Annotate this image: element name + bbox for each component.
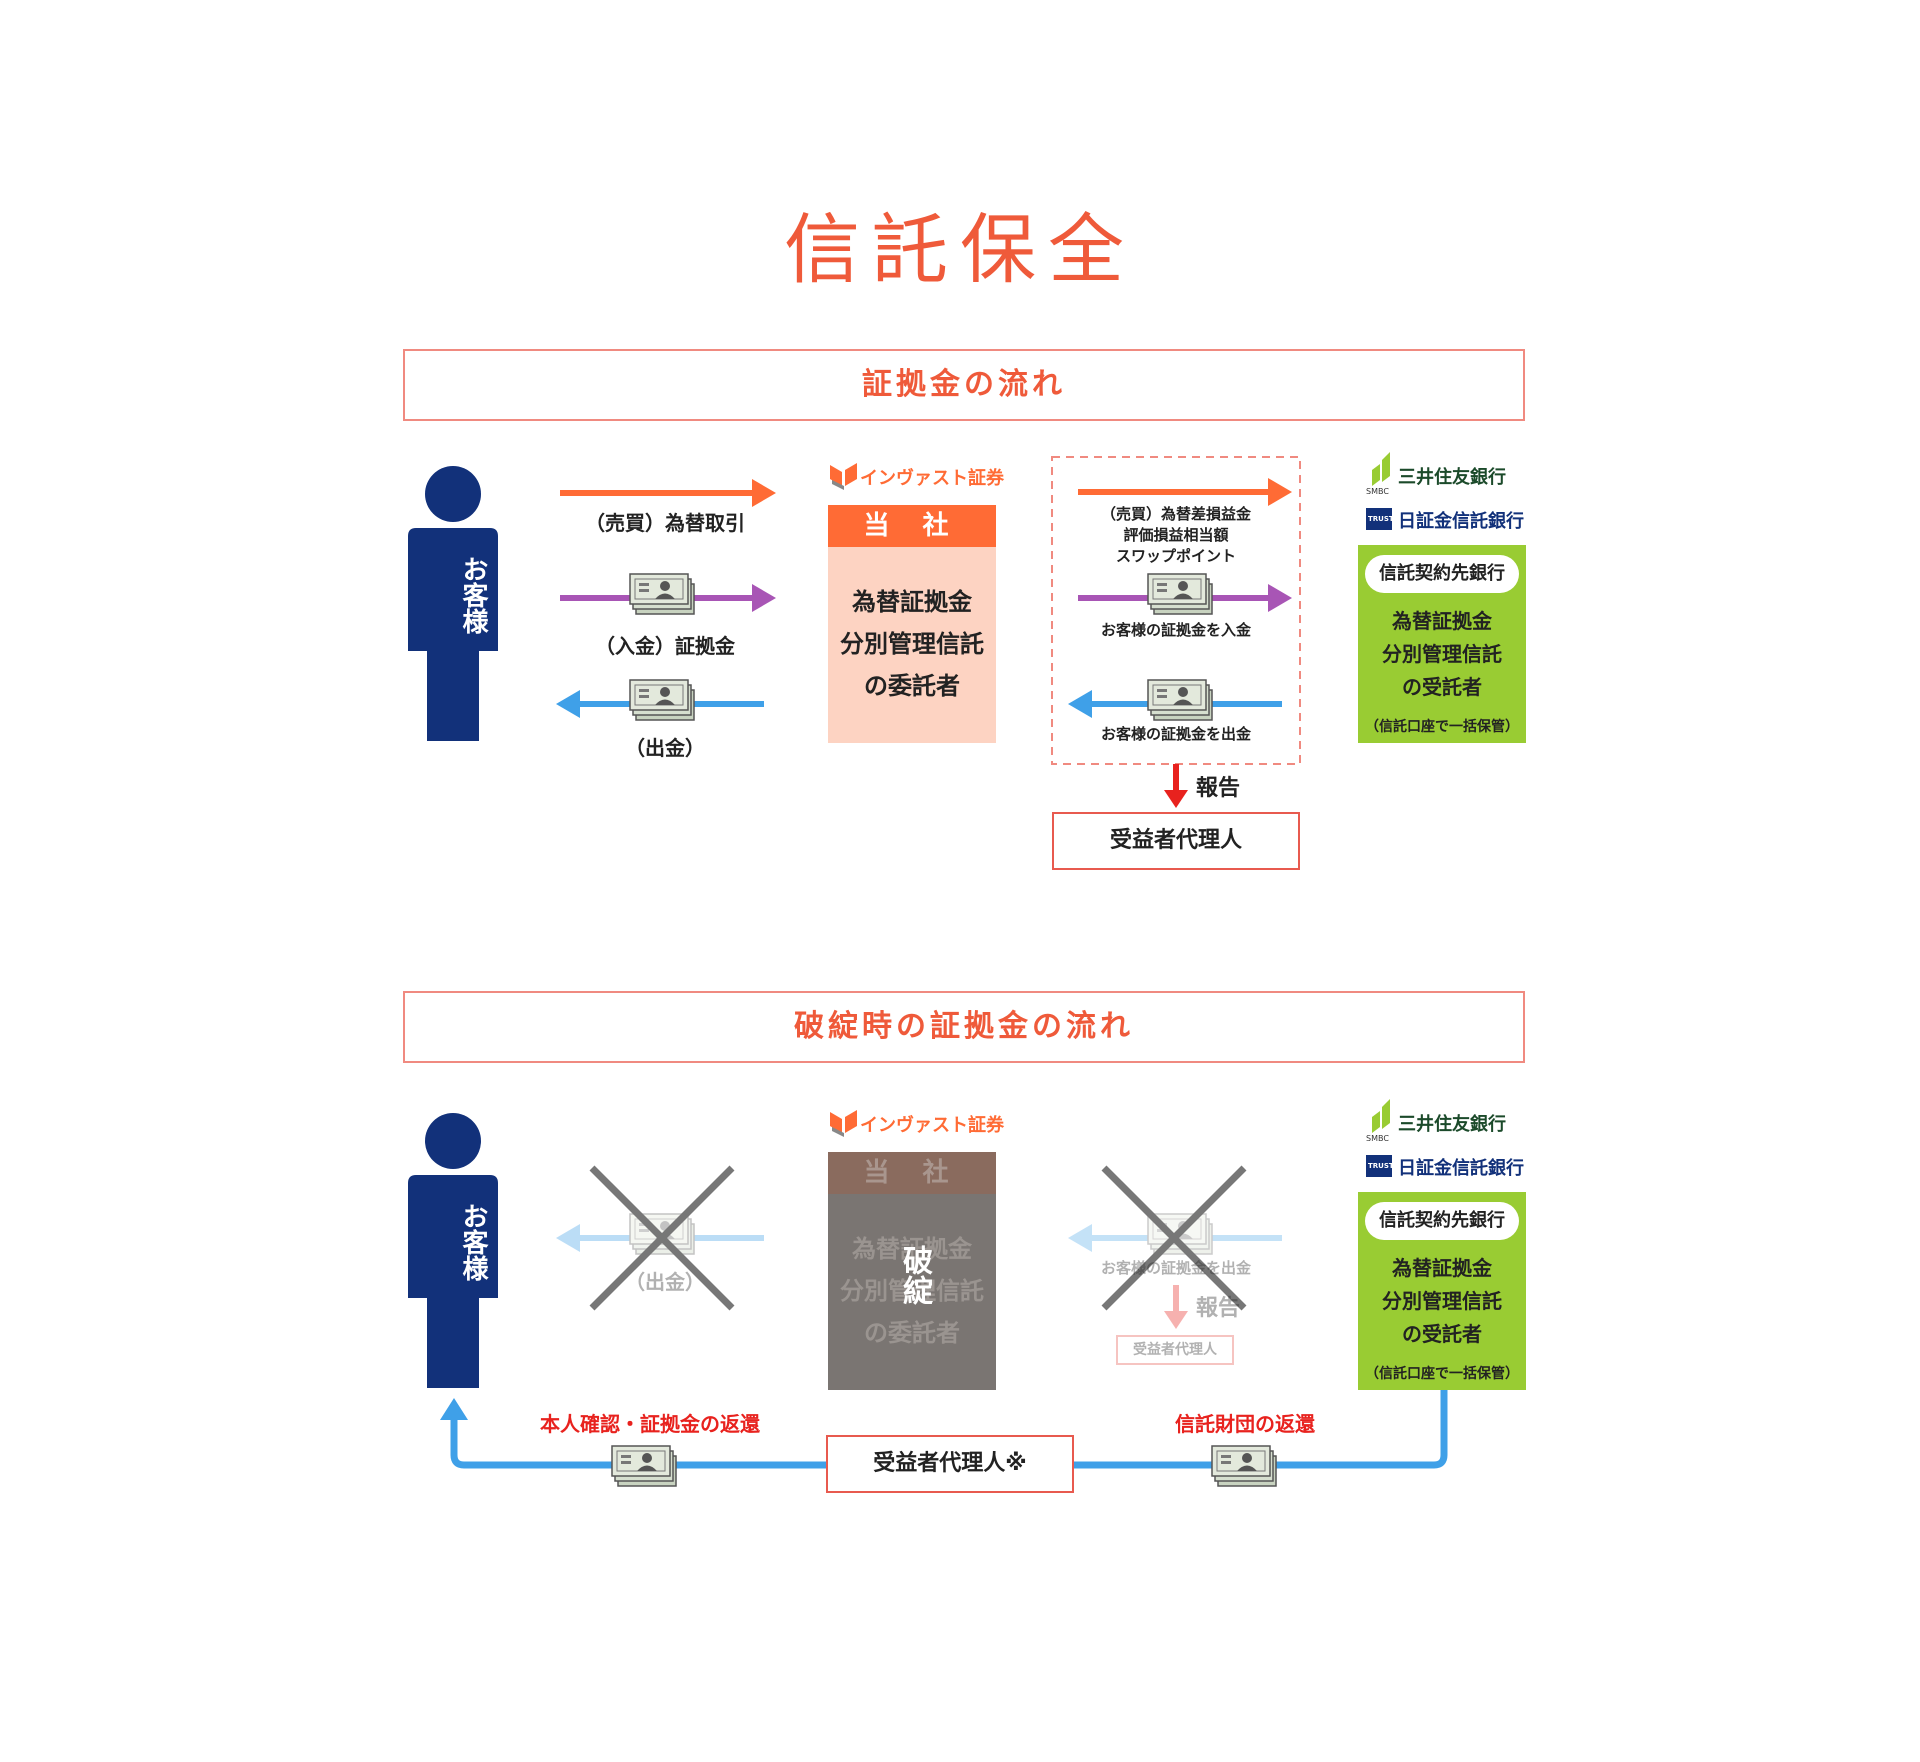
section-heading-flow: 証拠金の流れ — [403, 349, 1525, 421]
mid-trade-label: （売買）為替差損益金 評価損益相当額 スワップポイント — [1052, 504, 1300, 567]
smbc-logo-mark-1 — [1372, 452, 1390, 486]
report-label: 報告 — [1196, 776, 1241, 801]
trust-bank-box-2: 信託契約先銀行 為替証拠金 分別管理信託 の受託者 （信託口座で一括保管） — [1358, 1192, 1526, 1390]
bank-body-line: 分別管理信託 — [1382, 1289, 1502, 1313]
bank-body-line: の受託者 — [1402, 1322, 1482, 1346]
company-body-line: 為替証拠金 — [852, 1235, 972, 1263]
bankrupt-label: 破綻 — [897, 1245, 932, 1305]
invast-logo-2: インヴァスト証券 — [860, 1111, 1004, 1137]
bank-body-line: の受託者 — [1402, 675, 1482, 699]
trust-bank-note-1: （信託口座で一括保管） — [1365, 719, 1519, 735]
mid-withdraw-label-cancelled: お客様の証拠金を出金 — [1100, 1259, 1251, 1277]
trust-bank-body-1: 為替証拠金 分別管理信託 の受託者 — [1358, 605, 1526, 704]
arrow-deposit-label: （入金）証拠金 — [595, 634, 735, 658]
company-head-2: 当 社 — [828, 1152, 996, 1194]
trust-bank-pill-2: 信託契約先銀行 — [1365, 1202, 1519, 1240]
arrow-trade-label: （売買）為替取引 — [585, 511, 745, 535]
arrow-deposit-left — [560, 573, 776, 615]
trust-bank-pill-1: 信託契約先銀行 — [1365, 555, 1519, 593]
arrow-withdraw-label-cancelled: （出金） — [625, 1270, 705, 1294]
mid-trade-line: 評価損益相当額 — [1123, 526, 1229, 544]
invast-logo-text: インヴァスト証券 — [860, 468, 1004, 489]
trust-bank-note-2: （信託口座で一括保管） — [1365, 1366, 1519, 1382]
company-body-2: 為替証拠金 分別管理信託 の委託者 — [828, 1194, 996, 1390]
bank-smbc-label-1: 三井住友銀行 — [1398, 467, 1506, 488]
return-right-label: 信託財団の返還 — [1175, 1412, 1315, 1436]
bank-body-line: 為替証拠金 — [1392, 1256, 1492, 1280]
trust-mark-label-2: TRUST — [1368, 1162, 1394, 1170]
smbc-mark-label-1: SMBC — [1366, 487, 1389, 496]
trust-bank-body-2: 為替証拠金 分別管理信託 の受託者 — [1358, 1252, 1526, 1351]
company-body-line: 為替証拠金 — [852, 588, 972, 616]
arrow-withdraw-mid-cancelled — [1068, 1213, 1282, 1255]
arrow-trade-left — [560, 479, 776, 507]
invast-logo-mark-2 — [830, 1110, 857, 1137]
bank-nisshokin-label-1: 日証金信託銀行 — [1398, 511, 1524, 532]
arrow-withdraw-label: （出金） — [625, 736, 705, 760]
return-left-label: 本人確認・証拠金の返還 — [540, 1412, 760, 1436]
cross-mark-mid — [1101, 1165, 1247, 1311]
smbc-logo-mark-2 — [1372, 1099, 1390, 1133]
arrow-trade-mid — [1078, 478, 1292, 506]
trust-bank-box-1: 信託契約先銀行 為替証拠金 分別管理信託 の受託者 （信託口座で一括保管） — [1358, 545, 1526, 743]
bank-nisshokin-label-2: 日証金信託銀行 — [1398, 1158, 1524, 1179]
mid-withdraw-label: お客様の証拠金を出金 — [1100, 725, 1251, 743]
company-body-line: 分別管理信託 — [840, 1277, 984, 1305]
bank-body-line: 為替証拠金 — [1392, 609, 1492, 633]
trust-mark-label-1: TRUST — [1368, 515, 1394, 523]
mid-trade-line: スワップポイント — [1115, 547, 1236, 565]
mid-deposit-label: お客様の証拠金を入金 — [1100, 621, 1251, 639]
trust-logo-mark-2 — [1366, 1155, 1392, 1177]
company-body-line: の委託者 — [864, 1319, 960, 1347]
beneficiary-agent-small-faded: 受益者代理人 — [1116, 1335, 1234, 1365]
arrow-withdraw-mid — [1068, 679, 1282, 721]
invast-logo-mark-1 — [830, 463, 857, 490]
arrow-withdraw-left — [556, 679, 764, 721]
bank-smbc-label-2: 三井住友銀行 — [1398, 1114, 1506, 1135]
page-title: 信託保全 — [784, 205, 1136, 294]
smbc-mark-label-2: SMBC — [1366, 1134, 1389, 1143]
invast-logo-1: インヴァスト証券 — [860, 464, 1004, 490]
cross-mark-left — [589, 1165, 735, 1311]
company-box-bankrupt: 当 社 為替証拠金 分別管理信託 の委託者 破綻 — [828, 1152, 996, 1390]
customer-label-2: お客様 — [458, 1203, 488, 1281]
arrow-withdraw-left-cancelled — [556, 1213, 764, 1255]
mid-trade-line: （売買）為替差損益金 — [1100, 505, 1251, 523]
report-label-faded: 報告 — [1196, 1296, 1241, 1321]
arrow-report — [1164, 764, 1188, 808]
customer-label-1: お客様 — [458, 556, 488, 634]
arrow-report-faded — [1164, 1285, 1188, 1329]
company-body-line: 分別管理信託 — [840, 630, 984, 658]
trust-logo-mark-1 — [1366, 508, 1392, 530]
bank-body-line: 分別管理信託 — [1382, 642, 1502, 666]
section-heading-bankruptcy-flow: 破綻時の証拠金の流れ — [403, 991, 1525, 1063]
beneficiary-agent-box-1: 受益者代理人 — [1052, 812, 1300, 870]
beneficiary-agent-box-2: 受益者代理人※ — [826, 1435, 1074, 1493]
company-box-1: 当 社 為替証拠金 分別管理信託 の委託者 — [828, 505, 996, 743]
invast-logo-text: インヴァスト証券 — [860, 1115, 1004, 1136]
company-body-1: 為替証拠金 分別管理信託 の委託者 — [828, 547, 996, 743]
company-body-line: の委託者 — [864, 672, 960, 700]
arrow-deposit-mid — [1078, 573, 1292, 615]
company-head-1: 当 社 — [828, 505, 996, 547]
